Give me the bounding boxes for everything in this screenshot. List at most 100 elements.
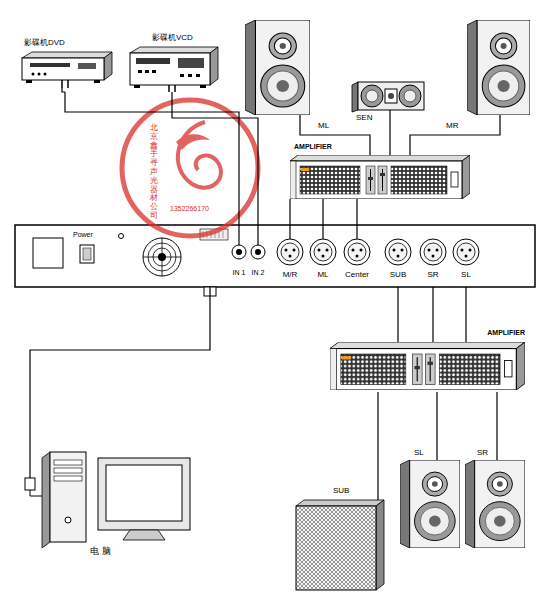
computer bbox=[42, 452, 50, 548]
surround-speaker bbox=[400, 448, 525, 548]
vcd-player bbox=[169, 85, 175, 92]
cable bbox=[496, 392, 497, 448]
cable bbox=[432, 287, 433, 328]
main-speaker bbox=[245, 20, 310, 115]
center-speaker bbox=[352, 82, 358, 112]
cable bbox=[65, 92, 239, 245]
vcd-player bbox=[152, 70, 156, 73]
dvd-player bbox=[26, 80, 32, 83]
computer bbox=[54, 460, 82, 465]
center-speaker bbox=[388, 93, 394, 99]
device-label: 电 脑 bbox=[90, 546, 111, 557]
dvd-player bbox=[44, 73, 47, 76]
dvd-player bbox=[22, 52, 112, 92]
device-label: IN 1 bbox=[229, 269, 249, 277]
main-speaker bbox=[245, 20, 530, 115]
center-speaker bbox=[385, 89, 397, 103]
output-jack: SUB bbox=[381, 239, 415, 287]
cable bbox=[289, 199, 290, 239]
device-label: SUB bbox=[381, 270, 415, 280]
subwoofer bbox=[296, 500, 384, 506]
processor-unit bbox=[80, 245, 94, 263]
processor-unit bbox=[385, 239, 411, 265]
signal-name: ML bbox=[318, 121, 329, 131]
computer bbox=[25, 452, 190, 548]
device-label: ML bbox=[306, 270, 340, 280]
computer bbox=[123, 530, 165, 540]
device-label: IN 2 bbox=[248, 269, 268, 277]
watermark-stamp bbox=[122, 100, 258, 236]
computer bbox=[54, 468, 82, 473]
watermark-stamp bbox=[176, 134, 210, 150]
vcd-player bbox=[134, 85, 140, 88]
output-jack: SR bbox=[416, 239, 450, 287]
output-jack: ML bbox=[306, 239, 340, 287]
amplifier bbox=[330, 342, 525, 390]
cable bbox=[322, 199, 323, 239]
computer bbox=[106, 465, 182, 521]
cable bbox=[356, 199, 357, 239]
output-jack: Center bbox=[340, 239, 374, 287]
subwoofer: SUB bbox=[293, 486, 384, 592]
watermark: 北京鑫手寻声光器材公司 bbox=[150, 124, 158, 221]
vcd-player bbox=[188, 74, 192, 77]
computer bbox=[50, 452, 86, 542]
computer bbox=[54, 476, 82, 481]
dvd-player bbox=[78, 63, 96, 69]
processor-unit bbox=[143, 238, 181, 276]
subwoofer bbox=[296, 506, 376, 590]
surround-speaker bbox=[437, 448, 497, 460]
speaker-wire bbox=[410, 115, 500, 155]
dvd-player bbox=[94, 80, 100, 83]
device-label: SUB bbox=[333, 486, 349, 496]
signal-name: MR bbox=[446, 121, 458, 131]
vcd-player bbox=[180, 74, 184, 77]
speaker-wire bbox=[398, 328, 466, 342]
computer: 电 脑 bbox=[18, 478, 193, 562]
center-speaker bbox=[404, 90, 416, 102]
vcd-player bbox=[130, 53, 210, 85]
cable bbox=[465, 287, 466, 328]
computer bbox=[65, 517, 71, 523]
dvd-player bbox=[62, 80, 68, 88]
processor-unit: PowerIN 1IN 2M/RMLCenterSUBSRSL bbox=[15, 225, 535, 287]
vcd-player bbox=[145, 70, 149, 73]
vcd-player bbox=[196, 74, 200, 77]
cable bbox=[172, 92, 258, 245]
vcd-player bbox=[210, 47, 218, 85]
computer bbox=[25, 478, 35, 490]
processor-unit bbox=[251, 245, 265, 259]
watermark: 1352266170 bbox=[170, 205, 209, 213]
cable bbox=[30, 287, 210, 478]
vcd-player: 影碟机VCD bbox=[128, 33, 220, 92]
surround-speaker: SL bbox=[398, 448, 464, 548]
device-label: SR bbox=[477, 448, 488, 458]
watermark-stamp bbox=[122, 100, 258, 236]
dvd-player bbox=[104, 52, 112, 80]
processor-unit bbox=[232, 245, 246, 259]
dvd-player bbox=[22, 52, 112, 58]
processor-unit bbox=[453, 239, 479, 265]
vcd-player bbox=[200, 85, 206, 88]
processor-unit bbox=[255, 249, 261, 255]
subwoofer bbox=[376, 500, 384, 590]
amplifier bbox=[290, 155, 470, 199]
device-label: M/R bbox=[273, 270, 307, 280]
device-label: SR bbox=[416, 270, 450, 280]
device-label: Center bbox=[340, 270, 374, 280]
center-speaker bbox=[399, 85, 421, 107]
center-speaker: SEN bbox=[352, 80, 428, 125]
processor-unit bbox=[119, 234, 124, 239]
output-jack: SL bbox=[449, 239, 483, 287]
dvd-player bbox=[32, 73, 35, 76]
vcd-player bbox=[178, 58, 204, 68]
surround-speaker: SR bbox=[463, 448, 529, 548]
amplifier: AMPLIFIER bbox=[328, 328, 528, 392]
center-speaker bbox=[358, 82, 424, 110]
device-label: AMPLIFIER bbox=[487, 329, 525, 337]
processor-unit bbox=[15, 225, 535, 287]
